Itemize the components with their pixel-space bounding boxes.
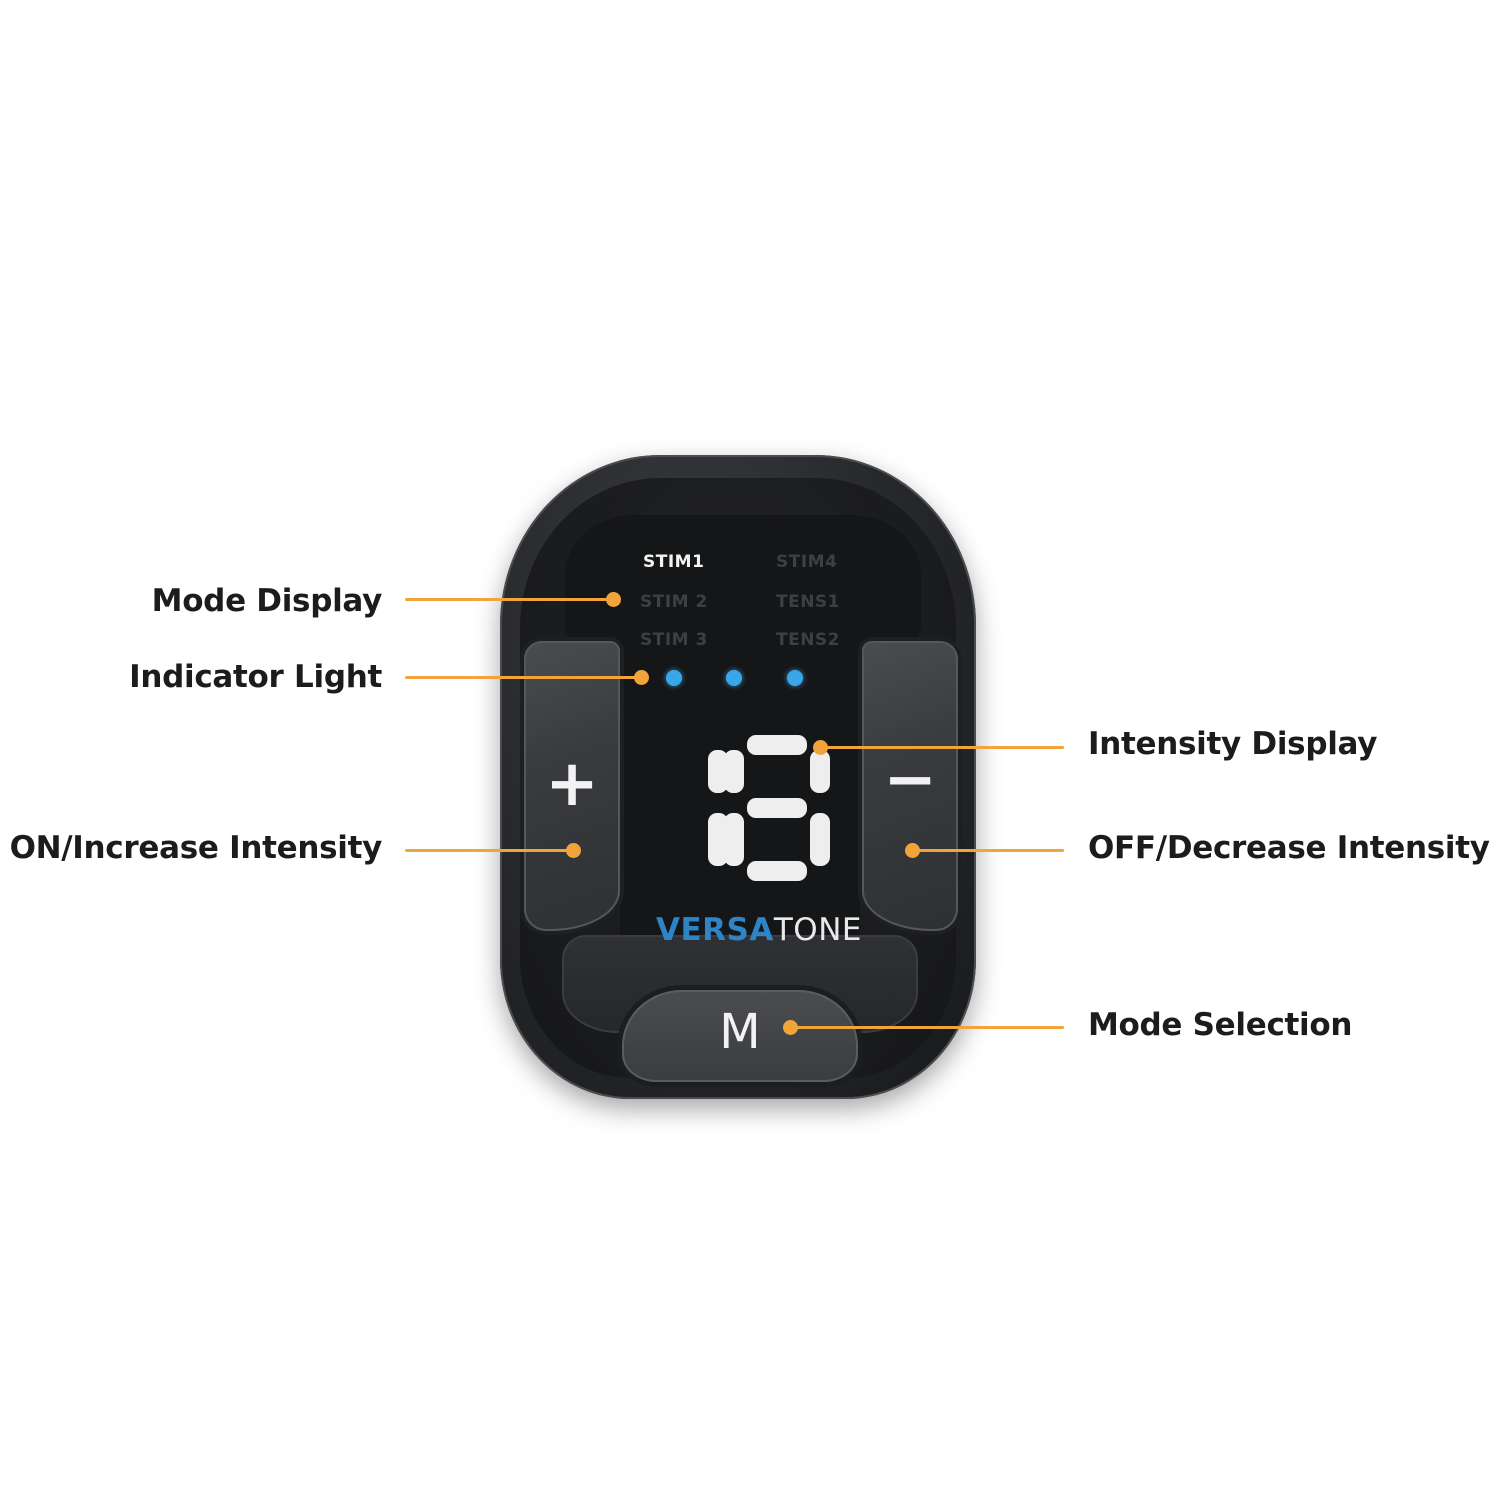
brand-logo-part2: TONE bbox=[773, 912, 862, 948]
digit-2-segment-e bbox=[724, 813, 744, 866]
leader-line-off-decrease bbox=[912, 849, 1064, 852]
leader-dot-intensity-display bbox=[812, 739, 828, 755]
leader-line-mode-selection bbox=[790, 1026, 1064, 1029]
callout-mode-selection: Mode Selection bbox=[1088, 1007, 1353, 1043]
leader-line-on-increase bbox=[405, 849, 573, 852]
leader-dot-indicator-light bbox=[633, 669, 649, 685]
minus-icon: − bbox=[883, 743, 937, 817]
indicator-led-2 bbox=[726, 670, 742, 686]
mode-selection-button[interactable]: M bbox=[622, 990, 858, 1082]
brand-logo: VERSATONE bbox=[656, 912, 862, 948]
leader-dot-mode-selection bbox=[782, 1019, 798, 1035]
brand-logo-part1: VERSA bbox=[656, 912, 774, 948]
digit-2-segment-f bbox=[724, 750, 744, 793]
digit-2-segment-c bbox=[810, 813, 830, 866]
callout-off-decrease: OFF/Decrease Intensity bbox=[1088, 830, 1490, 866]
digit-1-segment-b bbox=[708, 750, 728, 793]
increase-intensity-button[interactable]: + bbox=[524, 641, 620, 931]
indicator-led-1 bbox=[666, 670, 682, 686]
leader-line-indicator-light bbox=[405, 676, 641, 679]
plus-icon: + bbox=[545, 747, 599, 821]
mode-tens1: TENS1 bbox=[776, 592, 841, 612]
leader-dot-off-decrease bbox=[904, 842, 920, 858]
mode-display-panel bbox=[565, 515, 921, 655]
leader-line-intensity-display bbox=[820, 746, 1064, 749]
mode-stim1: STIM1 bbox=[643, 552, 705, 572]
mode-stim2: STIM 2 bbox=[640, 592, 708, 612]
mode-tens2: TENS2 bbox=[776, 630, 841, 650]
mode-button-label: M bbox=[719, 1004, 761, 1060]
leader-dot-on-increase bbox=[565, 842, 581, 858]
callout-intensity-display: Intensity Display bbox=[1088, 726, 1378, 762]
indicator-led-3 bbox=[787, 670, 803, 686]
intensity-digit-2 bbox=[724, 735, 830, 881]
callout-mode-display: Mode Display bbox=[151, 583, 383, 619]
mode-stim4: STIM4 bbox=[776, 552, 838, 572]
digit-2-segment-d bbox=[747, 861, 807, 881]
callout-on-increase: ON/Increase Intensity bbox=[9, 830, 383, 866]
leader-line-mode-display bbox=[405, 598, 613, 601]
mode-stim3: STIM 3 bbox=[640, 630, 708, 650]
digit-1-segment-c bbox=[708, 813, 728, 866]
digit-2-segment-b bbox=[810, 750, 830, 793]
intensity-digit-1 bbox=[708, 750, 728, 866]
digit-2-segment-g bbox=[747, 798, 807, 818]
decrease-intensity-button[interactable]: − bbox=[862, 641, 958, 931]
callout-indicator-light: Indicator Light bbox=[129, 659, 382, 695]
leader-dot-mode-display bbox=[605, 591, 621, 607]
digit-2-segment-a bbox=[747, 735, 807, 755]
